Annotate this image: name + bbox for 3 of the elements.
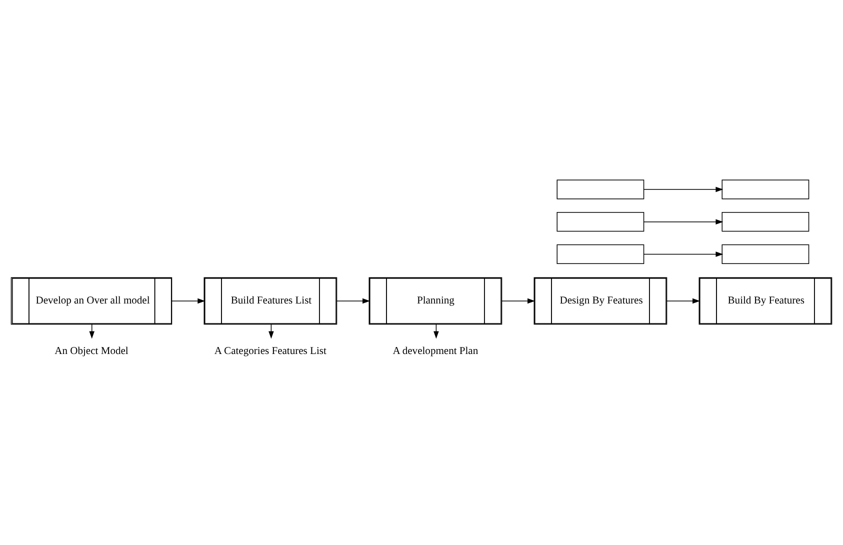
node-text: A Categories Features List — [214, 346, 326, 358]
node-text: A development Plan — [392, 346, 478, 358]
node-text: An Object Model — [54, 346, 128, 358]
